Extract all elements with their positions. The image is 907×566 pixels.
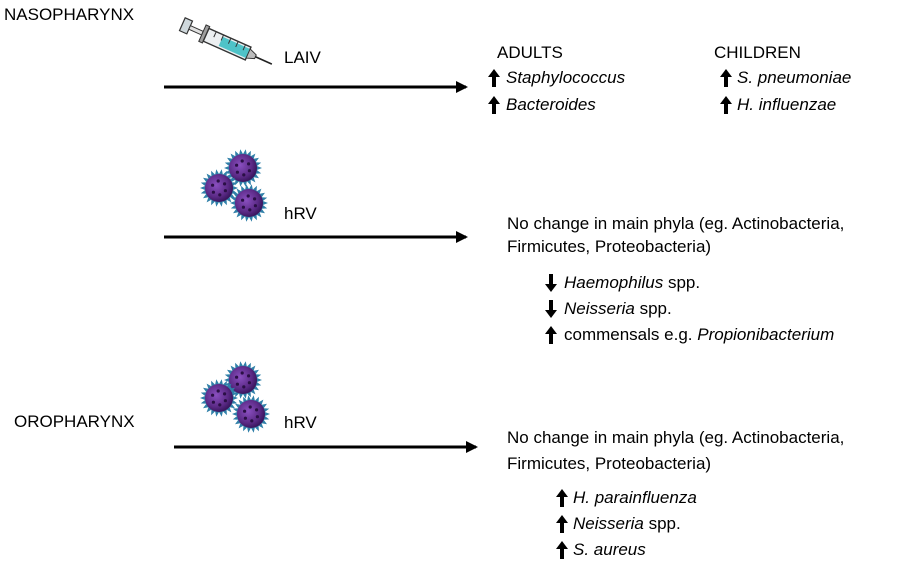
virus-texture — [218, 403, 222, 407]
virus-particle — [205, 174, 233, 202]
virus-texture — [243, 416, 247, 420]
virus-texture — [240, 371, 244, 375]
virus-texture — [235, 163, 239, 167]
summary-line: Firmicutes, Proteobacteria) — [507, 237, 712, 256]
increase-arrow-icon — [488, 96, 500, 114]
virus-texture — [250, 419, 254, 423]
virus-texture — [216, 389, 220, 393]
syringe-icon — [178, 17, 273, 65]
taxon-name: Propionibacterium — [697, 325, 835, 344]
taxon-suffix: spp. — [663, 273, 701, 292]
virus-texture — [223, 399, 227, 403]
change-item: Neisseria spp. — [573, 514, 681, 534]
increase-arrow-icon — [556, 489, 568, 507]
virus-texture — [211, 400, 215, 404]
change-item: Neisseria spp. — [564, 299, 672, 319]
taxon-name: Neisseria — [573, 514, 644, 533]
virus-texture — [223, 189, 227, 193]
virus-texture — [223, 392, 227, 396]
children-item: S. pneumoniae — [737, 68, 852, 87]
virus-texture — [211, 393, 215, 397]
virus-texture — [248, 208, 252, 212]
virus-texture — [247, 381, 251, 385]
increase-arrow-icon — [720, 69, 732, 87]
virus-texture — [218, 193, 222, 197]
children-heading: CHILDREN — [714, 43, 801, 62]
virus-texture — [247, 162, 251, 166]
adults-item: Staphylococcus — [506, 68, 626, 87]
virus-particle — [229, 154, 257, 182]
summary-line: Firmicutes, Proteobacteria) — [507, 454, 712, 473]
virus-texture — [255, 415, 259, 419]
increase-arrow-icon — [720, 96, 732, 114]
change-item: S. aureus — [573, 540, 646, 559]
children-item: H. influenzae — [737, 95, 837, 114]
virus-texture — [247, 169, 251, 173]
virus-texture — [255, 408, 259, 412]
virus-particle — [237, 400, 265, 428]
virus-texture — [246, 194, 250, 198]
virus-texture — [242, 385, 246, 389]
decrease-arrow-icon — [545, 274, 557, 292]
decrease-arrow-icon — [545, 300, 557, 318]
agent-label-laiv: LAIV — [284, 48, 321, 67]
virus-texture — [216, 179, 220, 183]
agent-label-hrv: hRV — [284, 204, 317, 223]
adults-heading: ADULTS — [497, 43, 563, 62]
taxon-suffix: spp. — [634, 299, 672, 318]
summary-line: No change in main phyla (eg. Actinobacte… — [507, 214, 845, 233]
virus-texture — [241, 205, 245, 209]
taxon-name: Haemophilus — [564, 273, 664, 292]
virus-texture — [211, 190, 215, 194]
virus-texture — [253, 204, 257, 208]
change-item: H. parainfluenza — [573, 488, 697, 507]
virus-texture — [223, 182, 227, 186]
taxon-name: Neisseria — [564, 299, 635, 318]
taxon-suffix: spp. — [643, 514, 681, 533]
virus-texture — [248, 405, 252, 409]
taxon-prefix: commensals e.g. — [564, 325, 698, 344]
virus-texture — [235, 170, 239, 174]
virus-texture — [247, 374, 251, 378]
summary-line: No change in main phyla (eg. Actinobacte… — [507, 428, 845, 447]
agent-label-hrv: hRV — [284, 413, 317, 432]
virus-texture — [235, 382, 239, 386]
virus-particle — [205, 384, 233, 412]
adults-item: Bacteroides — [506, 95, 596, 114]
oropharynx-label: OROPHARYNX — [14, 412, 135, 431]
change-item: Haemophilus spp. — [564, 273, 700, 293]
virus-particle — [235, 189, 263, 217]
virus-texture — [253, 197, 257, 201]
virus-texture — [211, 183, 215, 187]
virus-icon — [200, 149, 268, 222]
virus-texture — [241, 198, 245, 202]
increase-arrow-icon — [556, 541, 568, 559]
virus-texture — [242, 173, 246, 177]
virus-texture — [235, 375, 239, 379]
virus-icon — [200, 361, 270, 433]
increase-arrow-icon — [556, 515, 568, 533]
virus-particle — [229, 366, 257, 394]
increase-arrow-icon — [488, 69, 500, 87]
change-item: commensals e.g. Propionibacterium — [564, 325, 834, 345]
virus-texture — [240, 159, 244, 163]
nasopharynx-label: NASOPHARYNX — [4, 5, 135, 24]
increase-arrow-icon — [545, 326, 557, 344]
virus-texture — [243, 409, 247, 413]
